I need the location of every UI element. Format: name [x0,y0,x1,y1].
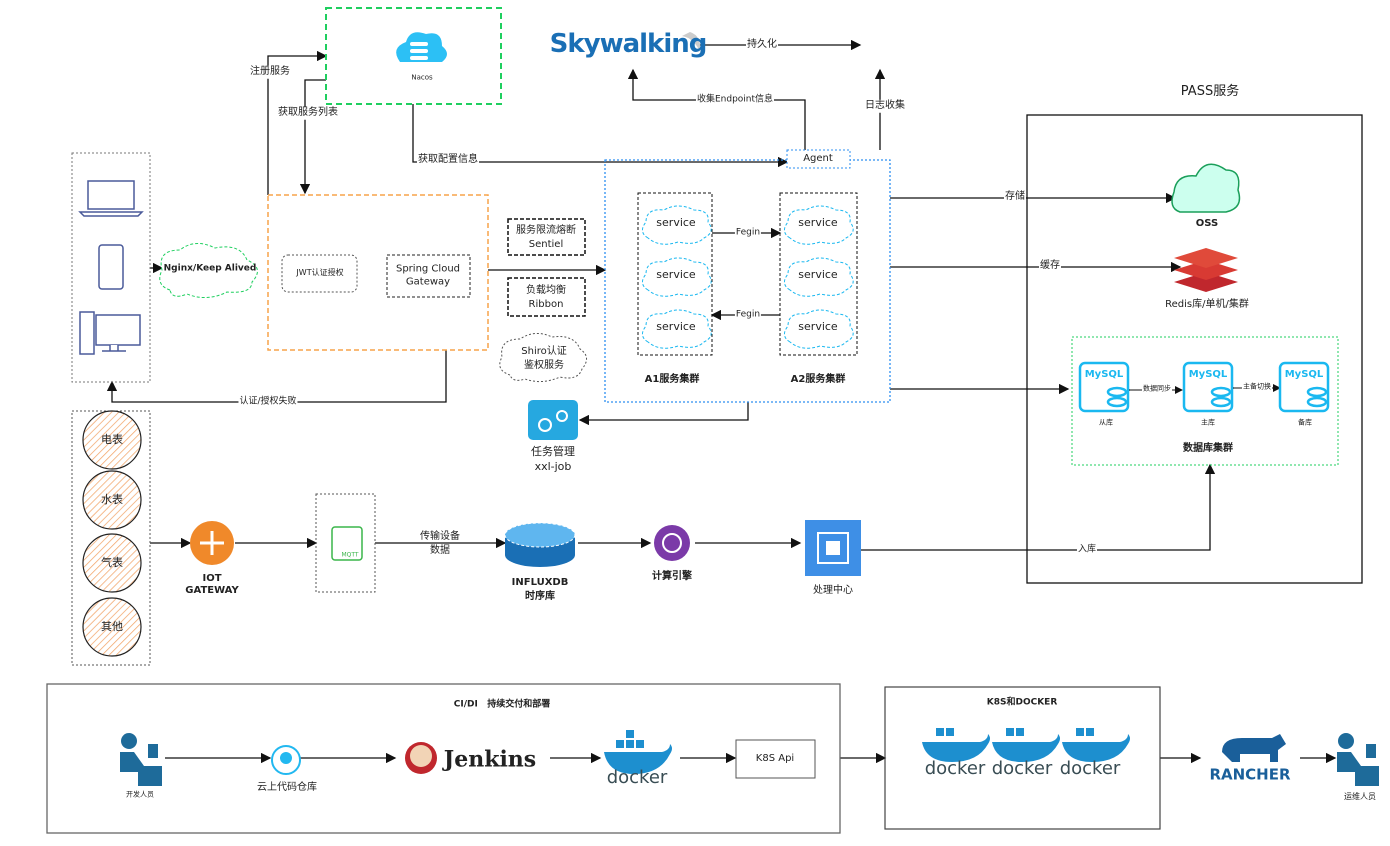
mysql-logo: MySQL [1188,368,1228,380]
persist-label: 持久化 [746,38,778,52]
slave-label: 从库 [1099,418,1113,427]
pass-title: PASS服务 [1180,83,1240,99]
collect-endpoint-label: 收集Endpoint信息 [695,94,775,106]
compute-label: 计算引擎 [652,570,692,582]
fegin-label: Fegin [734,227,762,239]
k8s-title: K8S和DOCKER [986,697,1058,708]
service-node: service [656,268,696,282]
service-node: service [798,268,838,282]
master-label: 主库 [1201,418,1215,427]
shiro-service: 鉴权服务 [524,359,564,371]
backup-label: 备库 [1298,418,1312,427]
nginx-label: Nginx/Keep Alived [163,263,257,274]
developer-label: 开发人员 [126,790,154,799]
process-label: 处理中心 [813,584,853,596]
cache-label: 缓存 [1039,259,1061,273]
docker-logo: docker [924,757,986,779]
db-cluster-title: 数据库集群 [1183,442,1233,454]
meter-water: 水表 [101,493,123,507]
sentinel-label: 服务限流熔断 [516,224,576,236]
iot-gateway-label: IOT [202,572,222,584]
get-config-label: 获取配置信息 [417,153,479,167]
get-list-label: 获取服务列表 [277,106,339,120]
service-node: service [798,216,838,230]
rancher-logo: RANCHER [1209,765,1291,784]
meter-gas: 气表 [101,556,123,570]
meter-electric: 电表 [101,433,123,447]
ribbon-name: Ribbon [528,298,564,310]
a2-cluster-label: A2服务集群 [790,373,846,385]
register-label: 注册服务 [249,65,291,79]
cicd-title: CI/DI 持续交付和部署 [453,699,551,710]
shiro-label: Shiro认证 [521,345,567,357]
xxljob-label: 任务管理 [531,445,575,459]
docker-logo: docker [991,757,1053,779]
meter-other: 其他 [101,620,123,634]
jenkins-logo: Jenkins [443,746,537,773]
sync-label: 数据同步 [1142,384,1172,394]
iot-gateway-label2: GATEWAY [185,584,239,596]
nacos-label: Nacos [411,73,433,82]
k8s-api-box: K8S Api [755,752,795,764]
docker-logo: docker [1059,757,1121,779]
sentinel-name: Sentiel [528,238,564,250]
spring-gateway-box: Spring Cloud Gateway [395,263,460,288]
service-node: service [656,216,696,230]
db-in-label: 入库 [1076,544,1098,556]
docker-logo: docker [606,766,668,788]
a1-cluster-label: A1服务集群 [644,373,700,385]
mysql-logo: MySQL [1084,368,1124,380]
transfer-label2: 数据 [430,544,450,556]
oss-label: OSS [1195,217,1219,229]
service-node: service [798,320,838,334]
xxljob-name: xxl-job [534,460,572,474]
influxdb-label: INFLUXDB [511,576,569,588]
redis-label: Redis库/单机/集群 [1165,298,1249,310]
auth-fail-label: 认证/授权失败 [238,396,298,408]
ribbon-label: 负载均衡 [526,284,566,296]
ops-label: 运维人员 [1344,792,1376,801]
log-collect-label: 日志收集 [864,99,906,113]
jwt-box: JWT认证授权 [296,268,344,277]
nacos-cloud-icon [396,32,447,62]
repo-label: 云上代码仓库 [257,781,317,793]
store-label: 存储 [1004,190,1026,204]
influxdb-label2: 时序库 [525,590,555,602]
transfer-label: 传输设备 [420,530,460,542]
agent-box: Agent [803,152,833,164]
skywalking-logo: Skywalking [549,28,708,59]
mqtt-icon: MQTT [341,551,359,559]
service-node: service [656,320,696,334]
fegin-label: Fegin [734,309,762,321]
mysql-logo: MySQL [1284,368,1324,380]
switch-label: 主备切换 [1242,382,1272,392]
